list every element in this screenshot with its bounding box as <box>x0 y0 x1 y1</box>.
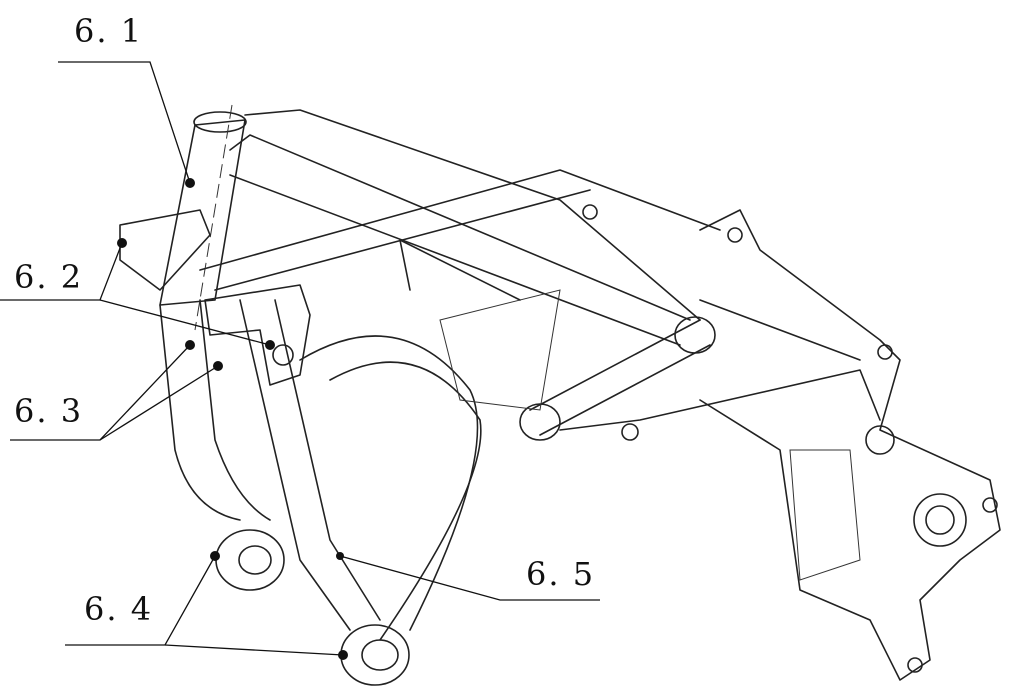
callout-label-6-5: 6. 5 <box>526 555 596 593</box>
callout-label-6-3: 6. 3 <box>14 392 84 430</box>
callout-dots <box>117 178 348 660</box>
callout-label-6-4: 6. 4 <box>84 590 154 628</box>
callout-label-6-2: 6. 2 <box>14 258 84 296</box>
leader-lines <box>0 61 600 656</box>
callout-label-6-1: 6. 1 <box>74 12 144 50</box>
frame-outline <box>119 104 1001 686</box>
